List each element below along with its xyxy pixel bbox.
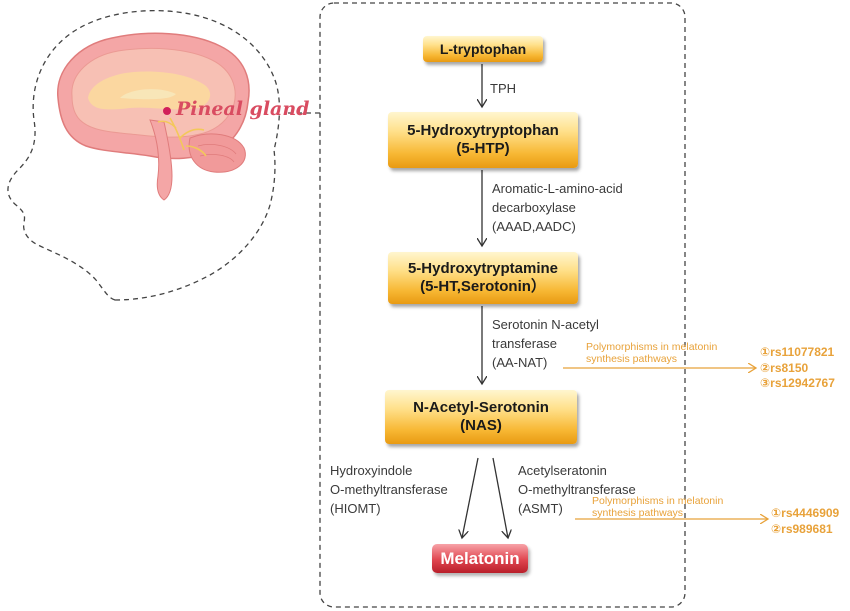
enzyme-asmt: Acetylseratonin O-methyltransferase (ASM… [518,462,636,519]
enzyme-hiomt: Hydroxyindole O-methyltransferase (HIOMT… [330,462,448,519]
snp-item: ②rs8150 [760,360,809,375]
enzyme-line: (AAAD,AADC) [492,218,576,234]
pathway-frame [319,2,686,608]
polymorphism-label-line: Polymorphisms in melatonin [592,495,724,507]
node-nas: N-Acetyl-Serotonin (NAS) [385,390,577,444]
enzyme-line: Acetylseratonin [518,463,607,478]
enzyme-line: TPH [490,81,516,96]
node-l-tryptophan: L-tryptophan [423,36,543,62]
node-label: N-Acetyl-Serotonin [413,399,549,416]
polymorphism-label-line: Polymorphisms in melatonin [586,341,718,353]
polymorphism-label-line: synthesis pathways [586,353,678,366]
enzyme-aaad: Aromatic-L-amino-acid decarboxylase (AAA… [492,180,623,237]
node-label: (5-HTP) [456,140,510,157]
node-serotonin: 5-Hydroxytryptamine (5-HT,Serotonin） [388,252,578,304]
node-label: 5-Hydroxytryptamine [407,260,559,277]
node-label: 5-Hydroxytryptophan [407,122,559,139]
snp-list-2: ①rs4446909 ②rs989681 [771,506,839,537]
enzyme-line: (HIOMT) [330,500,381,516]
enzyme-line: Aromatic-L-amino-acid [492,181,623,196]
snp-item: ③rs12942767 [760,376,835,391]
snp-list-1: ①rs11077821 ②rs8150 ③rs12942767 [760,345,835,392]
enzyme-line: Serotonin N-acetyl [492,317,599,332]
brain-illustration [57,32,250,201]
enzyme-line: decarboxylase [492,199,576,215]
enzyme-aanat: Serotonin N-acetyl transferase (AA-NAT) [492,316,599,373]
arrow-asmt [492,457,508,538]
enzyme-line: O-methyltransferase [518,481,636,497]
enzyme-tph: TPH [490,80,516,99]
snp-item: ①rs4446909 [771,506,840,520]
arrow-hiomt [462,457,479,538]
node-label: L-tryptophan [439,40,527,57]
enzyme-line: Hydroxyindole [330,463,413,478]
enzyme-line: transferase [492,335,558,351]
pineal-gland-label: Pineal gland [176,98,310,120]
head-silhouette [7,10,281,301]
pineal-gland-dot [163,107,171,115]
node-label: (5-HT,Serotonin） [420,278,546,295]
node-label: (NAS) [460,417,502,434]
enzyme-line: O-methyltransferase [330,481,448,497]
snp-item: ②rs989681 [771,521,833,536]
enzyme-line: (AA-NAT) [492,354,548,370]
polymorphism-label-1: Polymorphisms in melatonin synthesis pat… [586,341,717,365]
polymorphism-label-line: synthesis pathways [592,507,684,520]
snp-item: ①rs11077821 [760,345,835,359]
node-melatonin: Melatonin [432,544,528,573]
node-5-htp: 5-Hydroxytryptophan (5-HTP) [388,112,578,168]
enzyme-line: (ASMT) [518,500,563,516]
polymorphism-label-2: Polymorphisms in melatonin synthesis pat… [592,495,723,519]
